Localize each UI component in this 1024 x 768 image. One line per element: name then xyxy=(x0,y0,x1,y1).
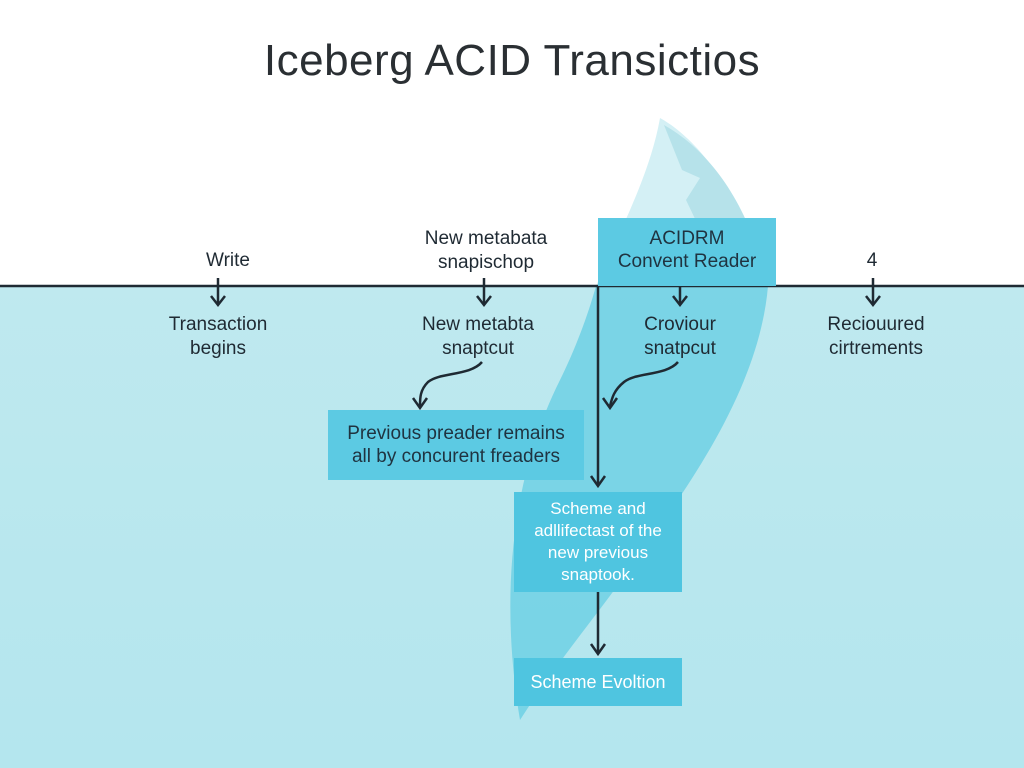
previous-reader-line-2: all by concurent freaders xyxy=(351,446,561,467)
previous-reader-box: Previous preader remains all by concuren… xyxy=(328,410,584,480)
label-new-metabta: New metabta snaptcut xyxy=(398,313,558,361)
scheme-and-line-4: snaptook. xyxy=(561,565,635,584)
label-transaction-line-2: begins xyxy=(190,338,246,359)
curved-arrows xyxy=(411,361,679,411)
label-reciouured-line-2: cirtrements xyxy=(829,338,923,359)
scheme-evolution-text: Scheme Evoltion xyxy=(530,671,666,692)
label-reciouured-line-1: Reciouured xyxy=(827,314,925,335)
label-new-metadata-line-2: snapischop xyxy=(437,252,535,273)
label-write-line-1: Write xyxy=(206,250,250,271)
page-title: Iceberg ACID Transictios xyxy=(263,36,761,85)
label-new-metadata-line-1: New metabata xyxy=(424,228,548,249)
label-step-4: 4 xyxy=(852,249,892,273)
label-new-metabta-line-2: snaptcut xyxy=(442,338,514,359)
scheme-and-line-3: new previous xyxy=(547,543,649,562)
water-background xyxy=(0,286,1024,768)
step-arrows xyxy=(210,278,881,308)
label-step-4-text: 4 xyxy=(866,250,878,271)
label-new-metadata-snapshot: New metabata snapischop xyxy=(396,227,576,275)
vertical-flow xyxy=(589,286,607,657)
acidrm-line-2: Convent Reader xyxy=(617,251,757,272)
acidrm-box: ACIDRM Convent Reader xyxy=(598,218,776,286)
label-croviour-line-2: snatpcut xyxy=(644,338,716,359)
label-transaction-line-1: Transaction xyxy=(168,314,268,335)
scheme-and-box: Scheme and adllifectast of the new previ… xyxy=(514,492,682,592)
label-write: Write xyxy=(168,249,288,273)
scheme-and-line-2: adllifectast of the xyxy=(534,521,662,540)
label-transaction-begins: Transaction begins xyxy=(138,313,298,361)
previous-reader-line-1: Previous preader remains xyxy=(347,423,565,444)
scheme-and-line-1: Scheme and xyxy=(550,499,646,518)
label-croviour-line-1: Croviour xyxy=(644,314,716,335)
scheme-evolution-box: Scheme Evoltion xyxy=(514,658,682,706)
label-new-metabta-line-1: New metabta xyxy=(422,314,534,335)
label-reciouured: Reciouured cirtrements xyxy=(796,313,956,361)
acidrm-line-1: ACIDRM xyxy=(649,228,725,249)
label-croviour: Croviour snatpcut xyxy=(600,313,760,361)
